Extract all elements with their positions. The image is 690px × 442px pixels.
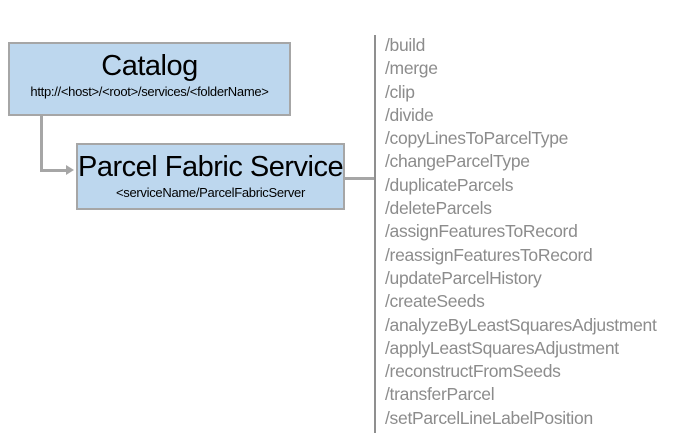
endpoint-list: /build/merge/clip/divide/copyLinesToParc…: [385, 34, 657, 430]
endpoint-item: /changeParcelType: [385, 151, 530, 172]
endpoint-item: /deleteParcels: [385, 198, 492, 219]
endpoint-item: /transferParcel: [385, 384, 495, 405]
endpoint-item: /merge: [385, 58, 438, 79]
parcel-fabric-service-path: <serviceName/ParcelFabricServer: [115, 185, 305, 200]
arrowhead-right-icon: [66, 165, 74, 175]
endpoints-separator-line: [374, 35, 376, 433]
endpoint-item: /createSeeds: [385, 291, 485, 312]
endpoint-item: /setParcelLineLabelPosition: [385, 407, 593, 428]
endpoint-item: /assignFeaturesToRecord: [385, 221, 578, 242]
endpoint-item: /build: [385, 35, 426, 55]
catalog-node: Catalog http://<host>/<root>/services/<f…: [8, 42, 291, 116]
connector-service-to-endpoints-line: [345, 177, 375, 180]
endpoint-item: /reassignFeaturesToRecord: [385, 244, 593, 265]
endpoint-item: /applyLeastSquaresAdjustment: [385, 337, 619, 358]
catalog-node-title: Catalog: [101, 50, 198, 82]
endpoint-item: /reconstructFromSeeds: [385, 361, 561, 382]
connector-catalog-vertical-line: [40, 116, 43, 172]
endpoint-item: /updateParcelHistory: [385, 267, 542, 288]
endpoint-item: /analyzeByLeastSquaresAdjustment: [385, 314, 657, 335]
endpoint-item: /clip: [385, 81, 415, 102]
endpoint-item: /duplicateParcels: [385, 174, 514, 195]
endpoint-item: /divide: [385, 104, 434, 125]
parcel-fabric-service-node: Parcel Fabric Service <serviceName/Parce…: [76, 143, 345, 210]
catalog-node-url: http://<host>/<root>/services/<folderNam…: [30, 84, 269, 99]
endpoint-item: /copyLinesToParcelType: [385, 128, 569, 149]
parcel-fabric-service-title: Parcel Fabric Service: [78, 151, 344, 183]
connector-catalog-horizontal-line: [40, 169, 67, 172]
